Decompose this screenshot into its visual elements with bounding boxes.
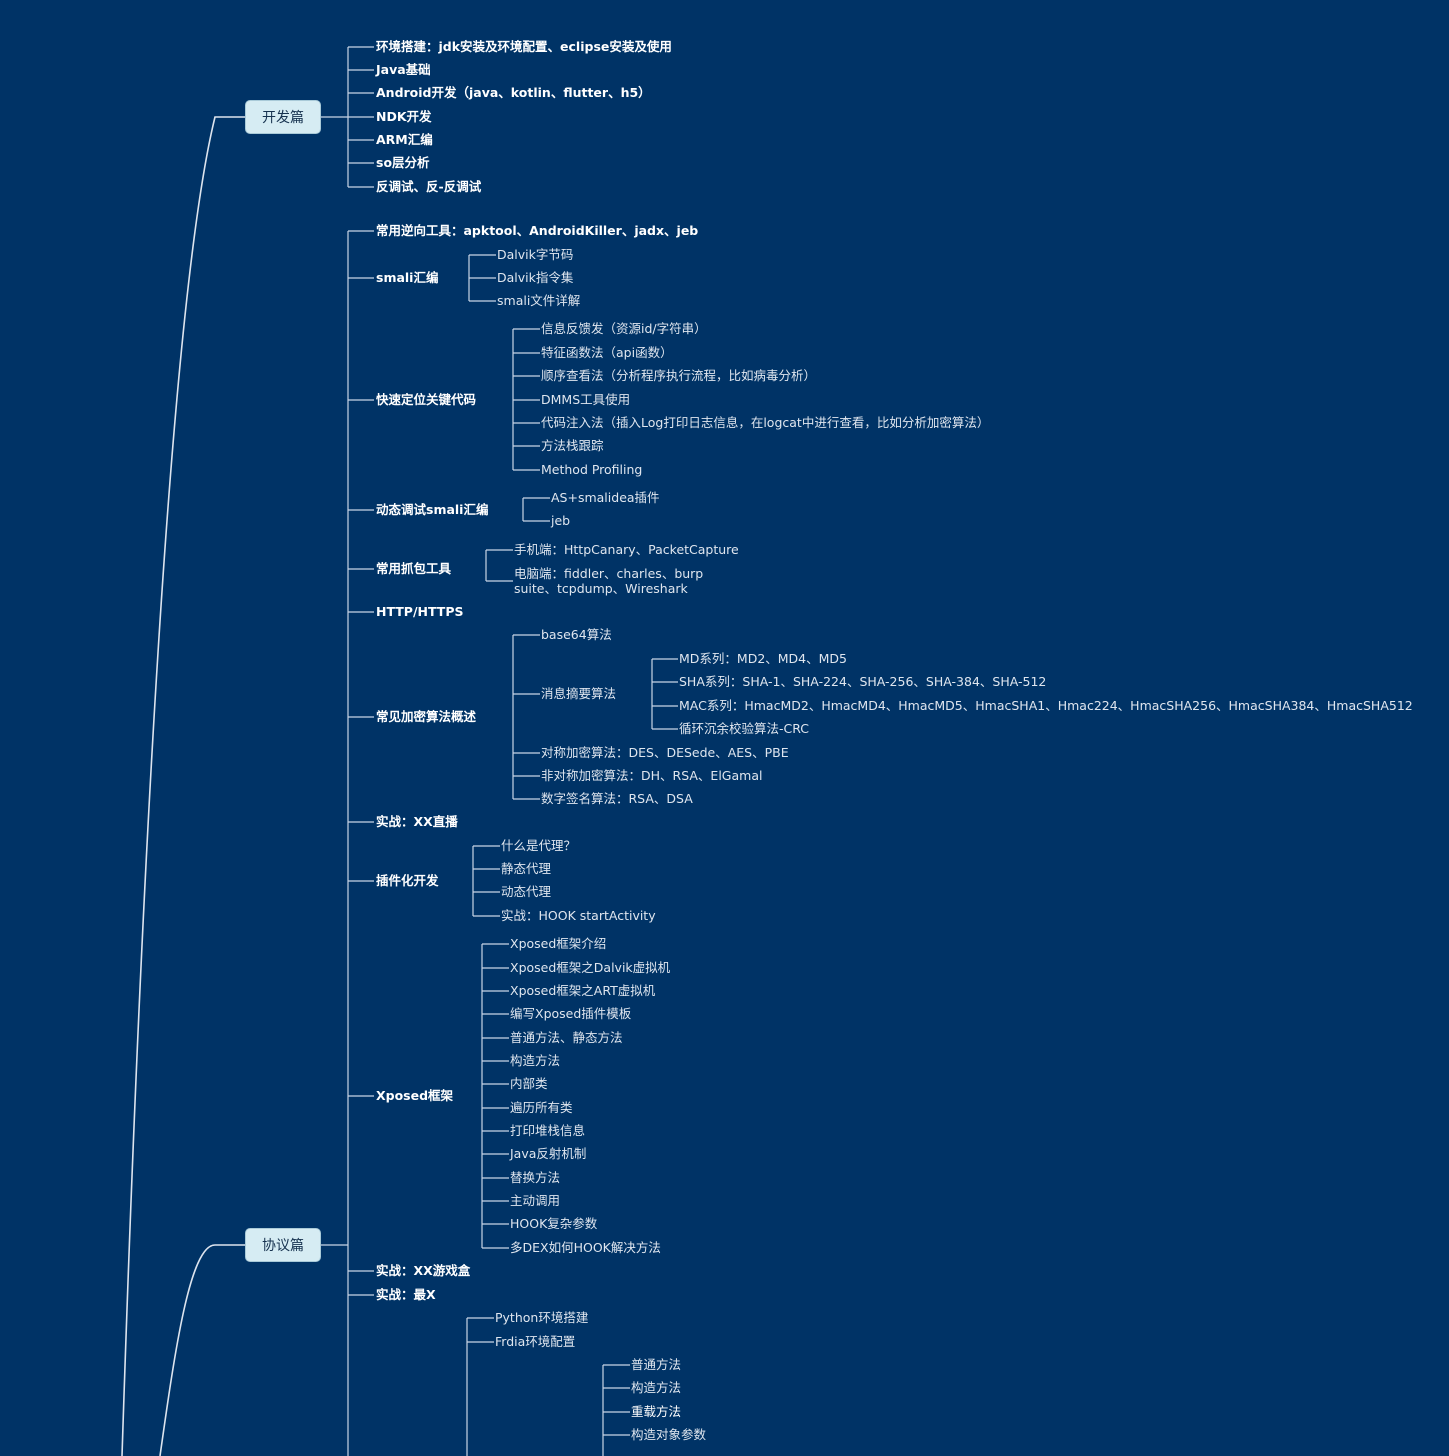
frida-child[interactable]: Python环境搭建	[495, 1310, 589, 1325]
locate-child[interactable]: 代码注入法（插入Log打印日志信息，在logcat中进行查看，比如分析加密算法）	[541, 415, 990, 430]
dev-item-ndk[interactable]: NDK开发	[376, 109, 432, 124]
xposed-child[interactable]: Java反射机制	[510, 1146, 587, 1161]
xposed-child[interactable]: Xposed框架介绍	[510, 936, 607, 951]
dev-item-android[interactable]: Android开发（java、kotlin、flutter、h5）	[376, 85, 651, 100]
smali-child[interactable]: Dalvik字节码	[497, 247, 574, 262]
proto-item-crypto[interactable]: 常见加密算法概述	[376, 709, 477, 724]
proto-item-live[interactable]: 实战：XX直播	[376, 814, 458, 829]
dev-item-antidebug[interactable]: 反调试、反-反调试	[376, 179, 482, 194]
proto-item-game[interactable]: 实战：XX游戏盒	[376, 1263, 471, 1278]
dev-item-arm[interactable]: ARM汇编	[376, 132, 433, 147]
proto-item-tools[interactable]: 常用逆向工具：apktool、AndroidKiller、jadx、jeb	[376, 223, 699, 238]
smali-child[interactable]: Dalvik指令集	[497, 270, 574, 285]
xposed-child[interactable]: 主动调用	[510, 1193, 561, 1208]
smali-child[interactable]: smali文件详解	[497, 293, 581, 308]
plugin-child[interactable]: 动态代理	[501, 884, 552, 899]
proto-item-smali[interactable]: smali汇编	[376, 270, 439, 285]
dev-item-env[interactable]: 环境搭建：jdk安装及环境配置、eclipse安装及使用	[376, 39, 672, 54]
frida-sub-child[interactable]: 普通方法	[631, 1357, 682, 1372]
frida-sub-child[interactable]: 重载方法	[631, 1404, 682, 1419]
locate-child[interactable]: 特征函数法（api函数）	[541, 345, 673, 360]
plugin-child[interactable]: 静态代理	[501, 861, 552, 876]
crypto-child[interactable]: 数字签名算法：RSA、DSA	[541, 791, 693, 806]
digest-child[interactable]: 循环沉余校验算法-CRC	[679, 721, 810, 736]
xposed-child[interactable]: 构造方法	[510, 1053, 561, 1068]
digest-child[interactable]: MD系列：MD2、MD4、MD5	[679, 651, 847, 666]
xposed-child[interactable]: 内部类	[510, 1076, 548, 1091]
root-node-proto[interactable]: 协议篇	[245, 1228, 321, 1262]
proto-item-locate[interactable]: 快速定位关键代码	[376, 392, 477, 407]
locate-child[interactable]: DMMS工具使用	[541, 392, 631, 407]
root-node-dev[interactable]: 开发篇	[245, 100, 321, 134]
frida-sub-child[interactable]: 构造对象参数	[631, 1427, 707, 1442]
locate-child[interactable]: 信息反馈发（资源id/字符串）	[541, 321, 707, 336]
proto-item-capture[interactable]: 常用抓包工具	[376, 561, 452, 576]
trunk-to-proto	[159, 1244, 245, 1456]
crypto-child[interactable]: 对称加密算法：DES、DESede、AES、PBE	[541, 745, 789, 760]
proto-item-debug[interactable]: 动态调试smali汇编	[376, 502, 489, 517]
debug-child[interactable]: jeb	[551, 513, 571, 528]
frida-child[interactable]: Frdia环境配置	[495, 1334, 576, 1349]
debug-child[interactable]: AS+smalidea插件	[551, 490, 660, 505]
locate-child[interactable]: Method Profiling	[541, 462, 643, 477]
digest-child[interactable]: SHA系列：SHA-1、SHA-224、SHA-256、SHA-384、SHA-…	[679, 674, 1047, 689]
trunk-to-dev	[121, 116, 245, 1456]
locate-child[interactable]: 顺序查看法（分析程序执行流程，比如病毒分析）	[541, 368, 817, 383]
xposed-child[interactable]: HOOK复杂参数	[510, 1216, 598, 1231]
digest-child[interactable]: MAC系列：HmacMD2、HmacMD4、HmacMD5、HmacSHA1、H…	[679, 698, 1413, 713]
dev-item-java[interactable]: Java基础	[376, 62, 431, 77]
xposed-child[interactable]: 编写Xposed插件模板	[510, 1006, 632, 1021]
proto-item-zui[interactable]: 实战：最X	[376, 1287, 436, 1302]
proto-item-http[interactable]: HTTP/HTTPS	[376, 604, 464, 619]
capture-child[interactable]: 电脑端：fiddler、charles、burp suite、tcpdump、W…	[514, 566, 704, 596]
plugin-child[interactable]: 实战：HOOK startActivity	[501, 908, 656, 923]
xposed-child[interactable]: 普通方法、静态方法	[510, 1030, 623, 1045]
xposed-child[interactable]: 打印堆栈信息	[510, 1123, 586, 1138]
xposed-child[interactable]: Xposed框架之ART虚拟机	[510, 983, 656, 998]
frida-sub-child[interactable]: 构造方法	[631, 1380, 682, 1395]
xposed-child[interactable]: Xposed框架之Dalvik虚拟机	[510, 960, 671, 975]
crypto-child-digest[interactable]: 消息摘要算法	[541, 686, 617, 701]
crypto-child[interactable]: 非对称加密算法：DH、RSA、ElGamal	[541, 768, 763, 783]
xposed-child[interactable]: 替换方法	[510, 1170, 561, 1185]
dev-item-so[interactable]: so层分析	[376, 155, 430, 170]
locate-child[interactable]: 方法栈跟踪	[541, 438, 604, 453]
proto-item-plugin[interactable]: 插件化开发	[376, 873, 439, 888]
capture-child[interactable]: 手机端：HttpCanary、PacketCapture	[514, 542, 739, 557]
xposed-child[interactable]: 遍历所有类	[510, 1100, 573, 1115]
crypto-child-base64[interactable]: base64算法	[541, 627, 612, 642]
xposed-child[interactable]: 多DEX如何HOOK解决方法	[510, 1240, 661, 1255]
plugin-child[interactable]: 什么是代理？	[501, 838, 577, 853]
proto-item-xposed[interactable]: Xposed框架	[376, 1088, 454, 1103]
